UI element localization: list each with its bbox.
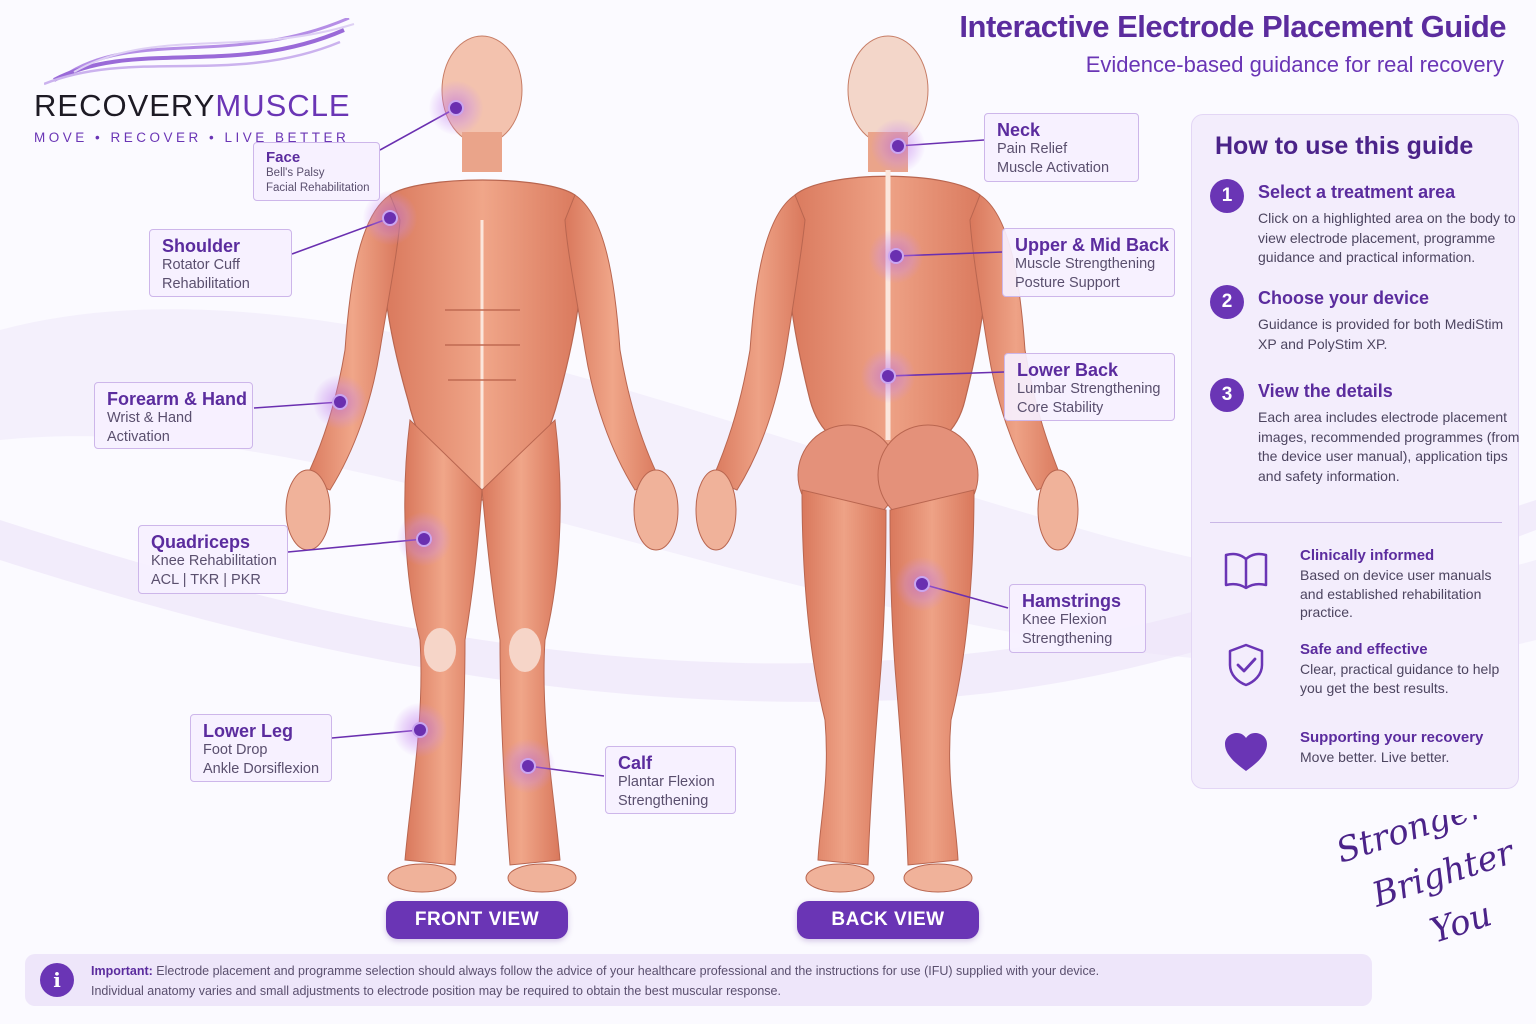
hotspot-dot <box>914 576 930 592</box>
label-forearm-line2: Activation <box>107 428 170 445</box>
label-quadriceps[interactable]: Quadriceps Knee Rehabilitation ACL | TKR… <box>138 525 288 594</box>
notice-label: Important: <box>91 964 153 978</box>
front-view-button[interactable]: FRONT VIEW <box>386 901 568 939</box>
hotspot-quadriceps[interactable] <box>397 512 451 566</box>
brand-name-part1: RECOVERY <box>34 88 216 123</box>
label-upper-mid-back-title: Upper & Mid Back <box>1015 235 1170 255</box>
label-upper-mid-back[interactable]: Upper & Mid Back Muscle Strengthening Po… <box>1002 228 1175 297</box>
back-view-button[interactable]: BACK VIEW <box>797 901 979 939</box>
label-quadriceps-line1: Knee Rehabilitation <box>151 553 277 569</box>
label-hamstrings-line2: Strengthening <box>1022 630 1113 647</box>
label-upper-mid-back-line1: Muscle Strengthening <box>1015 256 1156 272</box>
step-number-badge: 1 <box>1210 179 1244 213</box>
label-calf-line1: Plantar Flexion <box>618 774 715 790</box>
hotspot-forearm[interactable] <box>313 375 367 429</box>
hotspot-upper-mid-back[interactable] <box>869 229 923 283</box>
label-lower-back-title: Lower Back <box>1017 360 1119 380</box>
hotspot-dot <box>880 368 896 384</box>
hotspot-dot <box>520 758 536 774</box>
heart-icon <box>1225 733 1267 771</box>
label-hamstrings-line1: Knee Flexion <box>1022 612 1107 628</box>
step-title: Select a treatment area <box>1258 182 1456 202</box>
label-lower-back[interactable]: Lower Back Lumbar Strengthening Core Sta… <box>1004 353 1175 421</box>
shield-check-icon <box>1228 643 1264 687</box>
label-lower-leg-line1: Foot Drop <box>203 742 268 758</box>
label-lower-leg-title: Lower Leg <box>203 721 294 741</box>
label-face-title: Face <box>266 149 301 166</box>
label-lower-leg-line2: Ankle Dorsiflexion <box>203 760 320 777</box>
label-forearm-title: Forearm & Hand <box>107 389 248 409</box>
label-face-line2: Facial Rehabilitation <box>266 182 370 194</box>
brand-name-part2: MUSCLE <box>215 88 351 123</box>
notice-line2: Individual anatomy varies and small adju… <box>91 983 781 998</box>
step-title: Choose your device <box>1258 288 1430 308</box>
step-text: Guidance is provided for both MediStim X… <box>1258 316 1504 352</box>
label-lower-back-line2: Core Stability <box>1017 399 1104 416</box>
step-title: View the details <box>1258 381 1393 401</box>
label-calf-title: Calf <box>618 753 653 773</box>
hotspot-dot <box>888 248 904 264</box>
label-forearm-line1: Wrist & Hand <box>107 410 193 426</box>
brand-tagline: MOVE • RECOVER • LIVE BETTER <box>34 130 350 145</box>
label-hamstrings-title: Hamstrings <box>1022 591 1122 611</box>
notice-text: Important: Electrode placement and progr… <box>91 962 1099 1001</box>
feature-title: Supporting your recovery <box>1300 729 1484 746</box>
feature-text: Clear, practical guidance to help you ge… <box>1300 661 1500 696</box>
hotspot-dot <box>412 722 428 738</box>
panel-divider <box>1210 522 1502 523</box>
notice-line1-text: Electrode placement and programme select… <box>152 964 1100 978</box>
label-shoulder-line2: Rehabilitation <box>162 275 250 292</box>
label-hamstrings[interactable]: Hamstrings Knee Flexion Strengthening <box>1009 584 1146 653</box>
feature-text: Move better. Live better. <box>1300 749 1450 765</box>
hotspot-calf[interactable] <box>501 739 555 793</box>
info-icon: i <box>40 963 74 997</box>
hotspot-hamstrings[interactable] <box>895 557 949 611</box>
guide-panel: How to use this guide 1 Select a treatme… <box>1191 114 1519 789</box>
label-shoulder-line1: Rotator Cuff <box>162 257 240 273</box>
label-calf-line2: Strengthening <box>618 792 709 809</box>
logo-waves-icon <box>44 18 355 86</box>
hotspot-face[interactable] <box>429 81 483 135</box>
label-shoulder-title: Shoulder <box>162 236 241 256</box>
label-face-line1: Bell's Palsy <box>266 167 325 179</box>
hotspot-lower-leg[interactable] <box>393 703 447 757</box>
hotspot-lower-back[interactable] <box>861 349 915 403</box>
label-quadriceps-line2: ACL | TKR | PKR <box>151 571 261 588</box>
hotspot-dot <box>416 531 432 547</box>
label-neck-title: Neck <box>997 120 1041 140</box>
label-lower-leg[interactable]: Lower Leg Foot Drop Ankle Dorsiflexion <box>190 714 332 782</box>
step-number-badge: 3 <box>1210 378 1244 412</box>
feature-title: Safe and effective <box>1300 641 1428 658</box>
signature: Stronger Brighter You <box>1335 815 1520 952</box>
book-icon <box>1224 552 1268 590</box>
guide-panel-title: How to use this guide <box>1215 132 1474 160</box>
label-neck-line2: Muscle Activation <box>997 159 1110 176</box>
hotspot-neck[interactable] <box>871 119 925 173</box>
page-subtitle: Evidence-based guidance for real recover… <box>1085 52 1504 77</box>
label-neck[interactable]: Neck Pain Relief Muscle Activation <box>984 113 1139 182</box>
label-upper-mid-back-line2: Posture Support <box>1015 274 1120 291</box>
brand-name: RECOVERYMUSCLE <box>34 88 351 124</box>
hotspot-dot <box>382 210 398 226</box>
step-text: Each area includes electrode placement i… <box>1258 409 1520 484</box>
label-face[interactable]: Face Bell's Palsy Facial Rehabilitation <box>253 142 380 201</box>
label-quadriceps-title: Quadriceps <box>151 532 251 552</box>
notice-line1: Important: Electrode placement and progr… <box>91 962 1099 982</box>
label-lower-back-line1: Lumbar Strengthening <box>1017 381 1161 397</box>
hotspot-dot <box>332 394 348 410</box>
step-number-badge: 2 <box>1210 285 1244 319</box>
hotspot-dot <box>448 100 464 116</box>
label-neck-line1: Pain Relief <box>997 141 1068 157</box>
label-forearm[interactable]: Forearm & Hand Wrist & Hand Activation <box>94 382 253 449</box>
feature-title: Clinically informed <box>1300 547 1435 564</box>
important-notice: i Important: Electrode placement and pro… <box>25 954 1372 1006</box>
page-title: Interactive Electrode Placement Guide <box>959 9 1506 44</box>
label-calf[interactable]: Calf Plantar Flexion Strengthening <box>605 746 736 814</box>
step-text: Click on a highlighted area on the body … <box>1258 210 1516 265</box>
label-shoulder[interactable]: Shoulder Rotator Cuff Rehabilitation <box>149 229 292 297</box>
feature-text: Based on device user manuals and establi… <box>1300 567 1492 620</box>
hotspot-dot <box>890 138 906 154</box>
signature-line3: You <box>1425 894 1496 951</box>
brand-logo[interactable]: RECOVERYMUSCLE MOVE • RECOVER • LIVE BET… <box>34 18 355 145</box>
